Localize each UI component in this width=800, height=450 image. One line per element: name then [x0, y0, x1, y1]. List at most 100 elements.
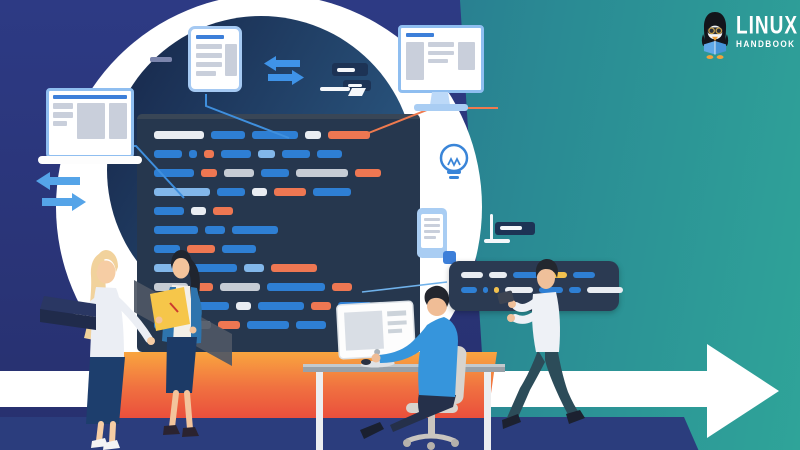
- code-bar: [195, 283, 213, 291]
- white-line-decor: [490, 214, 493, 242]
- code-bar: [191, 264, 237, 272]
- code-bar: [332, 283, 352, 291]
- hand: [371, 353, 381, 363]
- skirt: [86, 357, 125, 424]
- code-bar: [258, 150, 275, 158]
- code-bar: [311, 302, 331, 310]
- code-bar: [296, 321, 326, 329]
- white-dash-decor: [484, 239, 510, 243]
- laptop: [40, 296, 96, 317]
- code-bar: [296, 169, 348, 177]
- logo-text: LINUX HANDBOOK: [736, 12, 798, 50]
- monitor-stand: [430, 92, 450, 105]
- code-bar: [461, 272, 483, 278]
- code-bar: [189, 150, 197, 158]
- code-row: [154, 131, 403, 139]
- code-bar: [236, 302, 251, 310]
- shoe: [502, 414, 521, 429]
- code-bar: [213, 207, 233, 215]
- code-row: [154, 207, 403, 215]
- desktop-monitor-icon: [398, 25, 484, 93]
- hand: [507, 314, 515, 322]
- logo-line2: HANDBOOK: [736, 38, 796, 50]
- code-row: [154, 188, 403, 196]
- code-bar: [573, 272, 595, 278]
- shoe: [566, 410, 585, 424]
- code-bar: [154, 131, 204, 139]
- code-bar: [154, 188, 210, 196]
- monitor-base: [414, 104, 468, 111]
- skirt: [166, 337, 197, 393]
- smartphone-icon: [417, 208, 447, 258]
- code-bar: [211, 131, 245, 139]
- code-bar: [201, 169, 217, 177]
- pen: [169, 302, 179, 313]
- mouse: [361, 359, 371, 365]
- code-bar: [224, 169, 254, 177]
- laptop-base: [38, 156, 142, 164]
- code-bar: [221, 150, 251, 158]
- code-bar: [204, 150, 214, 158]
- code-row: [154, 169, 403, 177]
- code-row: [154, 245, 403, 253]
- code-bar: [355, 169, 381, 177]
- shoe: [360, 422, 384, 439]
- code-bar: [232, 226, 278, 234]
- code-bar: [218, 321, 240, 329]
- code-bar: [271, 264, 317, 272]
- handheld-device: [497, 290, 514, 305]
- code-bar: [274, 188, 306, 196]
- code-bar: [247, 321, 289, 329]
- code-bar: [587, 287, 623, 293]
- code-bar: [189, 302, 229, 310]
- code-bar: [539, 287, 563, 293]
- code-row: [461, 287, 623, 293]
- small-dash-decor: [150, 57, 172, 62]
- hand: [147, 337, 155, 345]
- logo-line1: LINUX: [736, 12, 798, 40]
- code-bar: [258, 302, 304, 310]
- hand: [189, 326, 197, 334]
- code-bar: [313, 188, 351, 196]
- shoe: [103, 440, 120, 450]
- code-bar: [220, 283, 260, 291]
- blue-square-decor: [443, 251, 456, 264]
- code-bar: [252, 188, 267, 196]
- code-bar: [217, 188, 245, 196]
- woman-with-folder: [150, 250, 202, 437]
- code-bar: [252, 131, 298, 139]
- hand: [155, 316, 163, 324]
- code-bar: [328, 131, 370, 139]
- woman-with-laptop: [40, 250, 155, 450]
- code-bar: [154, 226, 198, 234]
- code-row: [154, 264, 403, 272]
- code-bar: [494, 287, 499, 293]
- code-bar: [154, 169, 194, 177]
- code-bar: [461, 287, 477, 293]
- code-bar: [505, 287, 533, 293]
- code-bar: [191, 207, 206, 215]
- code-bar: [154, 150, 182, 158]
- code-row: [154, 226, 403, 234]
- seated-man: [360, 285, 458, 439]
- code-tag-decor: [332, 63, 368, 76]
- code-bar: [282, 150, 310, 158]
- code-bar: [267, 283, 325, 291]
- head: [96, 260, 116, 284]
- code-bar: [569, 287, 581, 293]
- code-bar: [305, 131, 321, 139]
- desk: [303, 364, 505, 450]
- tablet-document-icon: [188, 26, 242, 92]
- code-row: [154, 150, 403, 158]
- linux-handbook-logo: LINUX HANDBOOK: [698, 6, 798, 66]
- code-bar: [154, 207, 184, 215]
- head: [427, 296, 447, 316]
- code-bar: [205, 226, 225, 234]
- code-bar: [244, 264, 264, 272]
